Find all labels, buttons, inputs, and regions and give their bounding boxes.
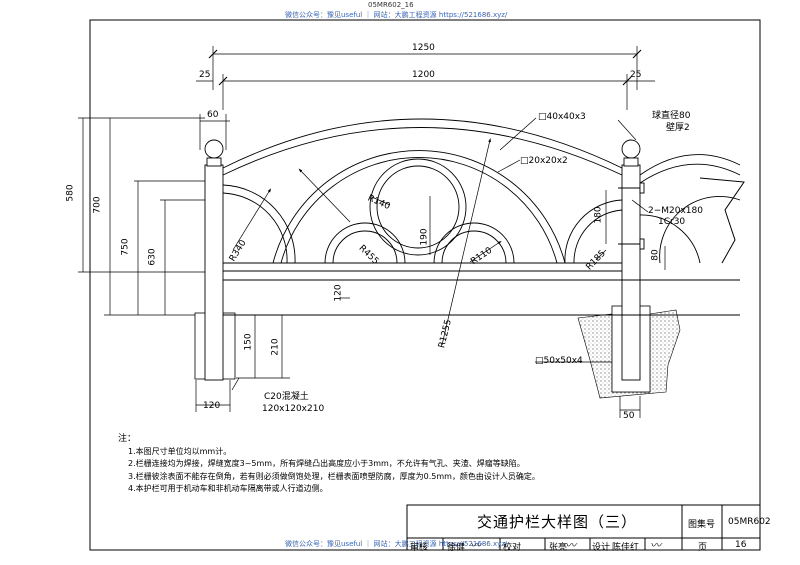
- page-label: 页: [698, 543, 708, 553]
- dim-750: 750: [120, 238, 131, 256]
- dim-180: 180: [593, 206, 604, 224]
- atlas-value: 05MR602: [728, 517, 771, 527]
- dim-630: 630: [147, 248, 158, 266]
- dim-190: 190: [419, 228, 430, 246]
- callout-ball: 球直径80: [652, 111, 691, 121]
- drawing-title: 交通护栏大样图（三）: [476, 513, 637, 531]
- callout-concrete: C20混凝土: [264, 392, 309, 402]
- note-item: 3.栏栅彼涂表面不能存在倒角，若有则必须做倒饱处理，栏栅表面喷塑防腐，厚度为0.…: [128, 471, 540, 481]
- note-item: 1.本图尺寸单位均以mm计。: [128, 446, 232, 456]
- check-name: 张亮: [549, 543, 568, 553]
- dim-50: 50: [623, 411, 635, 421]
- dim-700: 700: [92, 196, 103, 214]
- rail-beam: [223, 262, 740, 316]
- callout-bolt-grade: 1Cr30: [658, 217, 686, 227]
- callout-wall: 壁厚2: [666, 123, 690, 133]
- design-label: 设计: [592, 543, 611, 553]
- review-signature: 〰: [470, 539, 481, 552]
- callout-post: □50x50x4: [535, 356, 583, 366]
- check-label: 校对: [503, 543, 522, 553]
- dim-210: 210: [270, 338, 281, 356]
- callout-tube-mid: □20x20x2: [520, 156, 568, 166]
- dim-total-width: 1250: [412, 43, 435, 53]
- leader-lines: [231, 117, 666, 418]
- note-item: 2.栏栅连接均为焊接，焊缝宽度3~5mm，所有焊缝凸出高度应小于3mm，不允许有…: [128, 459, 525, 468]
- review-name: 徐健: [447, 543, 466, 553]
- top-dimensions: [196, 46, 655, 150]
- dim-post-width: 60: [207, 110, 219, 120]
- watermark-top: 微信公众号：豫见useful ｜ 网站：大鹏工程资源 https://52168…: [285, 11, 508, 19]
- dim-inner-width: 1200: [412, 70, 435, 80]
- design-name: 陈佳红: [612, 543, 640, 553]
- notes-heading: 注：: [118, 434, 137, 444]
- dim-end-left: 25: [199, 70, 211, 80]
- design-signature: 〰: [650, 539, 661, 552]
- review-label: 审核: [410, 543, 429, 553]
- callout-bolt: 2−M20x180: [648, 206, 703, 216]
- callout-concrete-size: 120x120x210: [262, 404, 325, 414]
- dim-150: 150: [243, 333, 254, 351]
- watermark-bottom: 微信公众号：豫见useful ｜ 网站：大鹏工程资源 https://52168…: [285, 540, 508, 548]
- dim-80: 80: [650, 249, 661, 261]
- left-dimensions: [78, 117, 290, 412]
- notes: 注： 1.本图尺寸单位均以mm计。 2.栏栅连接均为焊接，焊缝宽度3~5mm，所…: [118, 433, 540, 496]
- dim-120-beam: 120: [333, 284, 344, 302]
- page-header-id: 05MR602_16: [368, 1, 414, 9]
- posts: [204, 139, 645, 381]
- ornament-arcs: [222, 118, 745, 264]
- dim-120-width: 120: [203, 401, 221, 411]
- dim-end-right: 25: [630, 70, 642, 80]
- atlas-label: 图集号: [688, 520, 716, 530]
- page-value: 16: [735, 540, 747, 550]
- dim-580: 580: [65, 184, 76, 202]
- title-block: [406, 504, 761, 551]
- note-item: 4.本护栏可用于机动车和非机动车隔离带或人行道边侧。: [128, 484, 328, 493]
- callout-tube-top: □40x40x3: [538, 112, 586, 122]
- check-signature: 〰: [565, 539, 576, 552]
